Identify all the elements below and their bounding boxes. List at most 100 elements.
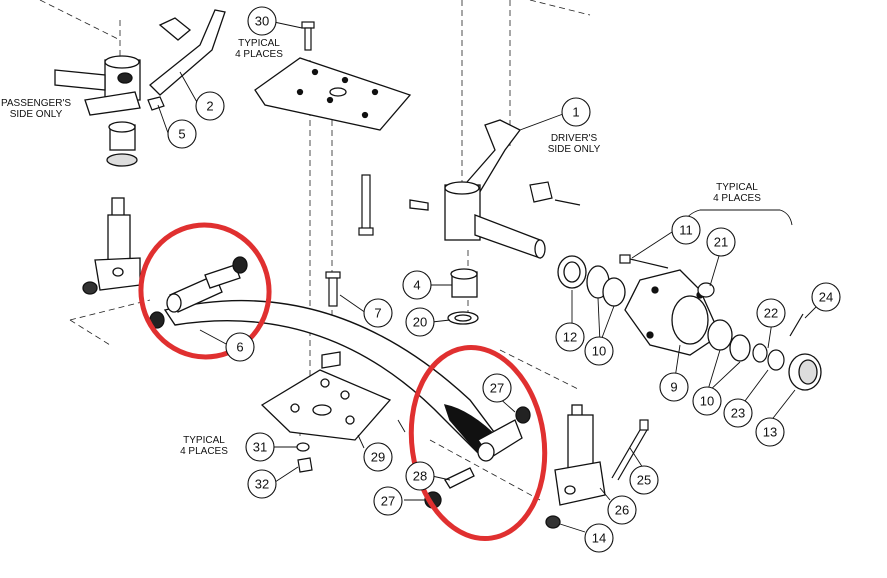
callout-circle [607, 495, 637, 525]
callout-circle [555, 322, 585, 352]
callout-c30: 30 [247, 6, 277, 36]
cotter-pin-24 [789, 313, 804, 337]
bolt-7 [325, 271, 341, 307]
callout-number: 22 [764, 306, 778, 321]
callout-c12: 12 [555, 322, 585, 352]
callout-circle [405, 307, 435, 337]
bearing-cups-10 [586, 265, 751, 362]
driver-steering-arm [409, 119, 546, 259]
callout-circle [363, 298, 393, 328]
callout-circle [363, 442, 393, 472]
beam-end-left [149, 256, 248, 329]
callout-c11: 11 [671, 215, 701, 245]
callout-number: 27 [381, 494, 395, 509]
callout-c1: 1 [561, 97, 591, 127]
callout-circle [225, 332, 255, 362]
callout-c21: 21 [706, 227, 736, 257]
callout-number: 23 [731, 406, 745, 421]
callout-circle [671, 215, 701, 245]
callout-c10a: 10 [584, 336, 614, 366]
callout-circle [706, 227, 736, 257]
callout-number: 28 [413, 469, 427, 484]
callout-circle [755, 417, 785, 447]
callout-number: 20 [413, 315, 427, 330]
dust-cap-13 [788, 353, 822, 391]
callout-c31: 31 [245, 432, 275, 462]
callout-number: 26 [615, 503, 629, 518]
callout-c29: 29 [363, 442, 393, 472]
right-kingpin-26 [545, 404, 606, 529]
callout-c5: 5 [167, 119, 197, 149]
callout-number: 29 [371, 450, 385, 465]
callout-c2: 2 [195, 91, 225, 121]
callout-c25: 25 [629, 465, 659, 495]
callout-number: 21 [714, 235, 728, 250]
callout-circle [247, 6, 277, 36]
beam-end-right [424, 406, 531, 509]
castle-nut-and-pin [529, 181, 581, 206]
callout-number: 31 [253, 440, 267, 455]
hub-assembly-9 [624, 269, 721, 356]
callout-number: 14 [592, 531, 606, 546]
svg-text:TYPICAL: TYPICAL [238, 38, 280, 49]
svg-text:PASSENGER'S: PASSENGER'S [1, 98, 71, 109]
callout-circle [629, 465, 659, 495]
callout-c28: 28 [405, 461, 435, 491]
svg-text:DRIVER'S: DRIVER'S [551, 133, 598, 144]
bearing-12 [557, 255, 587, 289]
driver-bushing-4 [450, 268, 478, 298]
callout-circle [584, 336, 614, 366]
callout-number: 30 [255, 14, 269, 29]
callout-circle [247, 469, 277, 499]
callout-number: 1 [572, 105, 579, 120]
thrust-washer-20 [447, 311, 479, 325]
callout-layer: 3025142071121121091022242313627293132282… [167, 6, 841, 553]
washer-23-nut-22 [752, 343, 785, 371]
lower-mounting-plate-29 [260, 351, 392, 441]
callout-number: 9 [670, 380, 677, 395]
svg-text:4 PLACES: 4 PLACES [235, 49, 283, 60]
annotation-driver-side: DRIVER'S SIDE ONLY [548, 133, 601, 155]
passenger-kingpin [82, 197, 141, 295]
callout-circle [561, 97, 591, 127]
washer-31-nut-32 [296, 442, 313, 473]
callout-c26: 26 [607, 495, 637, 525]
bolt-30 [301, 21, 315, 51]
passenger-steering-arm [54, 9, 226, 116]
annotation-passenger-side: PASSENGER'S SIDE ONLY [1, 98, 71, 120]
svg-text:SIDE ONLY: SIDE ONLY [548, 144, 601, 155]
callout-circle [405, 461, 435, 491]
callout-circle [659, 372, 689, 402]
highlight-circle-left [138, 222, 272, 360]
callout-number: 12 [563, 330, 577, 345]
bolt-25 [611, 419, 649, 481]
callout-c27b: 27 [373, 486, 403, 516]
callout-c32: 32 [247, 469, 277, 499]
callout-number: 10 [592, 344, 606, 359]
passenger-bushing [106, 121, 138, 167]
callout-c23: 23 [723, 398, 753, 428]
callout-c14: 14 [584, 523, 614, 553]
callout-number: 7 [374, 306, 381, 321]
callout-number: 2 [206, 99, 213, 114]
callout-c20: 20 [405, 307, 435, 337]
highlight-circle-right [408, 344, 548, 542]
callout-circle [373, 486, 403, 516]
callout-number: 27 [490, 381, 504, 396]
lug-nut-21 [697, 282, 715, 298]
callout-c13: 13 [755, 417, 785, 447]
long-bolt [358, 174, 374, 236]
callout-circle [402, 270, 432, 300]
callout-circle [167, 119, 197, 149]
annotation-typical-right: TYPICAL 4 PLACES [713, 182, 761, 204]
callout-number: 5 [178, 127, 185, 142]
callout-number: 32 [255, 477, 269, 492]
svg-text:TYPICAL: TYPICAL [183, 435, 225, 446]
callout-number: 6 [236, 340, 243, 355]
svg-text:4 PLACES: 4 PLACES [713, 193, 761, 204]
callout-number: 11 [679, 223, 693, 238]
callout-number: 25 [637, 473, 651, 488]
callout-circle [811, 282, 841, 312]
